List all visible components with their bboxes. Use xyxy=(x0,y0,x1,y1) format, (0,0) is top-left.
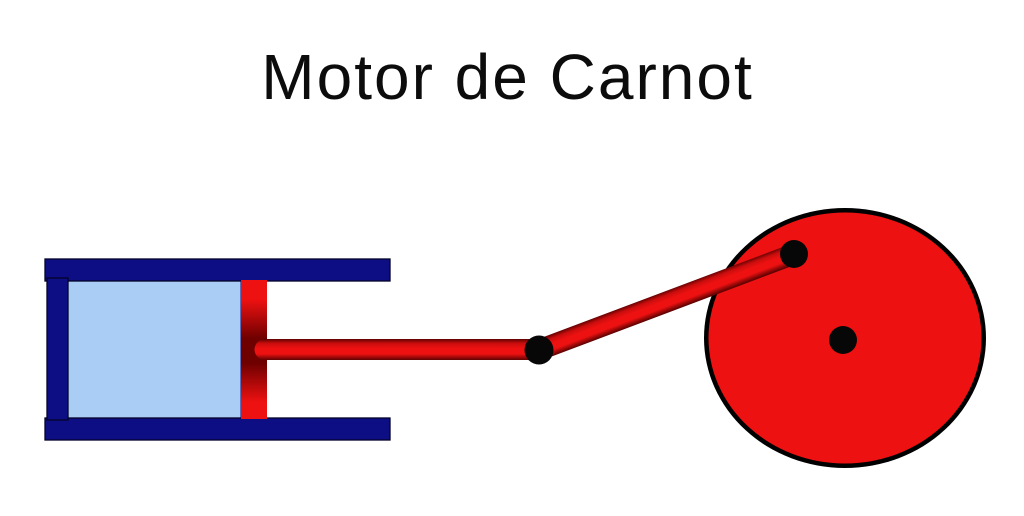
cylinder-assembly xyxy=(44,258,391,441)
axle-center-dot xyxy=(829,326,857,354)
cylinder-left-wall xyxy=(46,277,69,421)
cylinder-bottom-wall xyxy=(44,417,391,441)
rod-joint-dot xyxy=(524,335,554,365)
connecting-rod xyxy=(528,243,805,361)
diagram-title: Motor de Carnot xyxy=(261,41,754,113)
gas-chamber xyxy=(67,279,242,420)
crank-pin-dot xyxy=(780,240,808,268)
cylinder-top-wall xyxy=(44,258,391,282)
